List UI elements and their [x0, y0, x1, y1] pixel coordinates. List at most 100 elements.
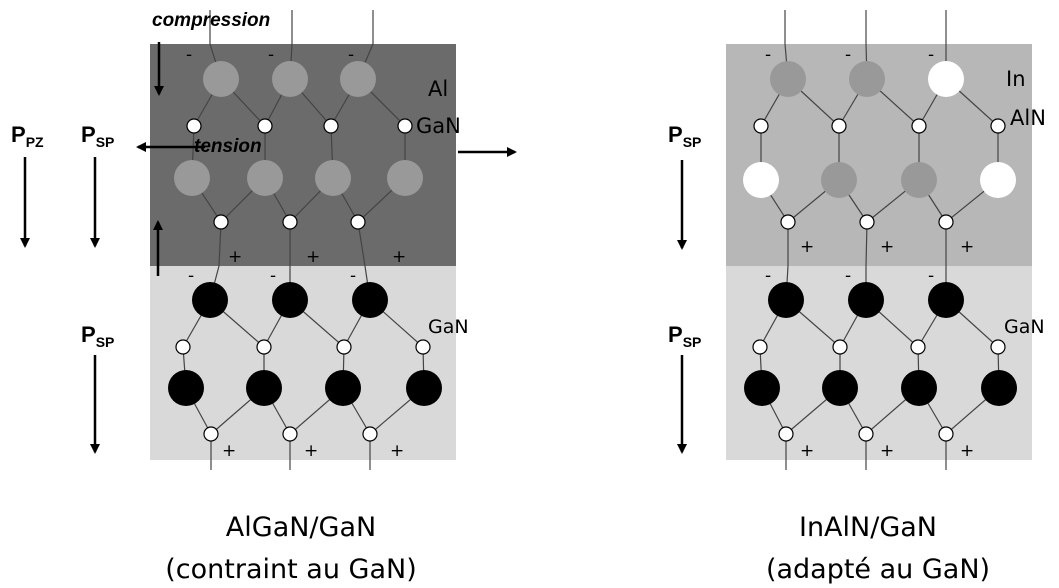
- gray-atom: [849, 61, 885, 97]
- white-atom: [282, 214, 298, 230]
- gan-label-left: GaN: [428, 316, 469, 338]
- white-atom: [831, 118, 847, 134]
- algan-label-al: Al: [428, 77, 448, 101]
- white-atom: [938, 214, 954, 230]
- ppz-label: PPZ: [11, 122, 44, 150]
- white-atom: [186, 118, 202, 134]
- white-atom: [282, 426, 298, 442]
- minus-charge: -: [268, 45, 274, 65]
- white-atom: [752, 339, 768, 355]
- black-atom: [901, 370, 937, 406]
- gray-atom: [272, 61, 308, 97]
- indium-atom: [980, 162, 1016, 198]
- black-atom: [325, 370, 361, 406]
- gray-atom: [203, 61, 239, 97]
- white-atom: [938, 426, 954, 442]
- minus-charge: -: [350, 266, 356, 286]
- gray-atom: [315, 160, 351, 196]
- minus-charge: -: [765, 45, 771, 65]
- white-atom: [858, 426, 874, 442]
- psp-label-gan-right: PSP: [668, 322, 701, 350]
- plus-charge: +: [306, 247, 320, 267]
- plus-charge: +: [390, 441, 404, 461]
- white-atom: [990, 118, 1006, 134]
- white-atom: [832, 339, 848, 355]
- minus-charge: -: [845, 266, 851, 286]
- white-atom: [256, 339, 272, 355]
- minus-charge: -: [845, 45, 851, 65]
- black-atom: [246, 370, 282, 406]
- gray-atom: [340, 61, 376, 97]
- indium-atom: [928, 61, 964, 97]
- black-atom: [406, 370, 442, 406]
- white-atom: [415, 339, 431, 355]
- black-atom: [192, 282, 228, 318]
- black-atom: [352, 282, 388, 318]
- gray-atom: [174, 160, 210, 196]
- white-atom: [336, 339, 352, 355]
- white-atom: [203, 426, 219, 442]
- plus-charge: +: [880, 237, 894, 257]
- caption-algan-title: AlGaN/GaN: [226, 512, 376, 543]
- gray-atom: [821, 162, 857, 198]
- plus-charge: +: [960, 237, 974, 257]
- white-atom: [910, 339, 926, 355]
- white-atom: [859, 214, 875, 230]
- white-atom: [397, 118, 413, 134]
- white-atom: [175, 339, 191, 355]
- white-atom: [213, 214, 229, 230]
- gan-cations-right: [744, 282, 1017, 406]
- gan-label-right: GaN: [1004, 316, 1045, 338]
- minus-charge: -: [765, 266, 771, 286]
- minus-charge: -: [928, 266, 934, 286]
- white-atom: [911, 118, 927, 134]
- white-atom: [990, 339, 1006, 355]
- left-polarization-arrows: [20, 157, 100, 454]
- right-charges: - - - + + + - - - + + +: [765, 45, 974, 461]
- indium-atom: [743, 162, 779, 198]
- inaln-cations: [743, 61, 1016, 198]
- plus-charge: +: [304, 441, 318, 461]
- white-atom: [257, 118, 273, 134]
- caption-algan-subtitle: (contraint au GaN): [165, 554, 416, 585]
- white-atom: [323, 118, 339, 134]
- black-atom: [981, 370, 1017, 406]
- left-charges: - - - + + + - - - + + +: [186, 45, 406, 461]
- minus-charge: -: [270, 266, 276, 286]
- black-atom: [768, 282, 804, 318]
- strain-arrows: [136, 42, 517, 276]
- gray-atom: [247, 160, 283, 196]
- algan-label-gan: GaN: [416, 114, 461, 138]
- plus-charge: +: [392, 247, 406, 267]
- minus-charge: -: [188, 266, 194, 286]
- plus-charge: +: [222, 441, 236, 461]
- white-atom: [362, 426, 378, 442]
- inaln-label-in: In: [1006, 67, 1026, 91]
- plus-charge: +: [800, 237, 814, 257]
- algan-gan-panel: - - - + + + - - - + + + compression tens…: [11, 10, 517, 585]
- black-atom: [272, 282, 308, 318]
- white-atom: [780, 214, 796, 230]
- inaln-gan-panel: - - - + + + - - - + + + In AlN GaN PSP P…: [668, 10, 1046, 585]
- caption-inaln-title: InAlN/GaN: [799, 512, 937, 543]
- gray-atom: [770, 61, 806, 97]
- caption-inaln-subtitle: (adapté au GaN): [766, 554, 990, 585]
- plus-charge: +: [800, 441, 814, 461]
- nitrogen-atoms-right: [752, 118, 1006, 442]
- gray-atom: [901, 162, 937, 198]
- compression-label: compression: [152, 10, 270, 31]
- psp-label-inaln: PSP: [668, 122, 701, 150]
- algan-cations: [174, 61, 423, 196]
- minus-charge: -: [348, 45, 354, 65]
- black-atom: [928, 282, 964, 318]
- psp-label-gan-left: PSP: [81, 322, 114, 350]
- white-atom: [350, 214, 366, 230]
- tension-label: tension: [194, 136, 262, 157]
- black-atom: [168, 370, 204, 406]
- plus-charge: +: [228, 247, 242, 267]
- plus-charge: +: [880, 441, 894, 461]
- white-atom: [778, 426, 794, 442]
- nitrogen-atoms-left: [175, 118, 431, 442]
- psp-label-algan: PSP: [81, 122, 114, 150]
